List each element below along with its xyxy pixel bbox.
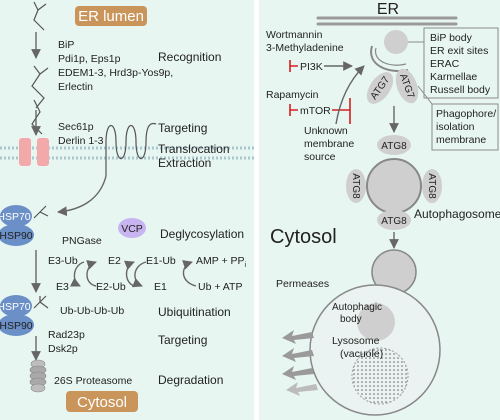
atg8-label-bottom: ATG8 (381, 216, 407, 227)
unknown-source-2: membrane (304, 138, 354, 150)
unknown-source-arrow (335, 65, 365, 125)
inhibit-pi3k-mark (289, 60, 298, 72)
pngase-label: PNGase (62, 235, 102, 247)
cycle-arrow-1 (86, 260, 97, 287)
pi3k-label: PI3K (300, 61, 323, 73)
cycle-arrow-3 (131, 261, 147, 288)
cycle-arrow-2 (69, 261, 85, 287)
transmembrane-protein (105, 122, 157, 176)
stage-recognition: Recognition (158, 50, 221, 64)
translocon-channel (19, 138, 49, 166)
e2-label: E2 (108, 255, 121, 267)
stage-ubiquitination: Ubiquitination (158, 305, 231, 319)
stage-degradation: Degradation (158, 373, 223, 387)
permeases-label: Permeases (276, 278, 329, 290)
phagophore-line-2: isolation (436, 121, 475, 133)
atg8-label-right: ATG8 (426, 173, 437, 199)
e1-label: E1 (154, 281, 167, 293)
lysosome (309, 284, 441, 416)
stage-targeting-2: Targeting (158, 333, 207, 347)
amp-pp-label: AMP + PPi (196, 255, 247, 269)
permease-arrows (282, 330, 318, 396)
recognition-factor-3: EDEM1-3, Hrd3p-Yos9p, (58, 67, 173, 79)
extraction-arrow (57, 175, 107, 217)
unknown-source-1: Unknown (304, 125, 348, 137)
atg7-node-1: ATG7 (366, 72, 394, 104)
bip-box-line-5: Russell body (430, 84, 491, 96)
autophagic-body-line-1: Autophagic (332, 302, 382, 313)
targeting2-factor-1: Rad23p (48, 329, 85, 341)
vcp-node: VCP (118, 218, 146, 238)
cytosol-badge: Cytosol (66, 391, 138, 412)
targeting-factor-1: Sec61p (58, 121, 94, 133)
glycan-tree-2 (33, 295, 49, 309)
bip-body-box: BiP body ER exit sites ERAC Karmellae Ru… (408, 27, 499, 99)
atg8-label-top: ATG8 (381, 141, 407, 152)
lysosome-line-1: Lysosome (332, 335, 380, 347)
cycle-arrow-5 (182, 260, 197, 287)
mtor-label: mTOR (300, 105, 331, 117)
bip-box-line-3: ERAC (430, 58, 460, 70)
ub-chain-label: Ub-Ub-Ub-Ub (60, 305, 124, 317)
ub-atp-label: Ub + ATP (198, 281, 242, 293)
e1-ub-label: E1-Ub (146, 255, 176, 267)
cytosol-badge-label: Cytosol (77, 394, 127, 411)
bip-box-line-2: ER exit sites (430, 45, 488, 57)
hsp-complex-2: HSP70 HSP90 (0, 295, 34, 336)
phagophore-line-1: Phagophore/ (436, 108, 496, 120)
autophagosome: ATG8 ATG8 ATG8 ATG8 (346, 135, 442, 230)
recognition-factor-1: BiP (58, 39, 74, 51)
substrate-chain-1 (33, 1, 47, 31)
inhibitor-rapamycin: Rapamycin (266, 89, 319, 101)
e2-ub-label: E2-Ub (96, 281, 126, 293)
hsp70-label-1: HSP70 (0, 211, 31, 223)
hsp-complex-1: HSP70 HSP90 (0, 205, 34, 246)
bip-box-line-4: Karmellae (430, 71, 477, 83)
stage-extraction: Extraction (158, 156, 211, 170)
targeting2-factor-2: Dsk2p (48, 343, 78, 355)
stage-deglycosylation: Deglycosylation (160, 227, 244, 241)
vcp-label: VCP (121, 223, 143, 235)
targeting-factor-2: Derlin 1-3 (58, 135, 104, 147)
inhibitor-wortmannin: Wortmannin (266, 29, 323, 41)
inhibit-mtor-mark (289, 104, 298, 116)
hsp70-label-2: HSP70 (0, 301, 31, 313)
recognition-factor-2: Pdi1p, Eps1p (58, 53, 121, 65)
er-label: ER (377, 1, 399, 18)
phagophore-box: Phagophore/ isolation membrane (417, 85, 499, 151)
atg8-label-left: ATG8 (350, 173, 361, 199)
hsp90-label-2: HSP90 (0, 320, 33, 332)
hsp90-label-1: HSP90 (0, 230, 33, 242)
er-lumen-badge: ER lumen (75, 6, 147, 26)
proteasome-label: 26S Proteasome (54, 375, 132, 387)
cytosol-label: Cytosol (270, 226, 337, 248)
inhibitor-3ma: 3-Methyladenine (266, 42, 344, 54)
stage-translocation: Translocation (158, 142, 230, 156)
recognition-factor-4: Erlectin (58, 81, 93, 93)
e3-label: E3 (56, 281, 69, 293)
er-cisternae (316, 16, 458, 26)
phagophore-line-3: membrane (436, 134, 486, 146)
substrate-chain-2 (31, 65, 49, 109)
unknown-source-3: source (304, 151, 336, 163)
autophagosome-label: Autophagosome (414, 207, 500, 221)
er-lumen-label: ER lumen (78, 8, 144, 25)
e3-ub-label: E3-Ub (48, 255, 78, 267)
atg7-node-2: ATG7 (395, 68, 419, 104)
isolation-membrane (370, 30, 409, 72)
lysosome-line-2: (vacuole) (340, 348, 383, 360)
proteasome-icon (29, 359, 47, 393)
mtor-inhibit-bar (332, 98, 351, 124)
autophagic-body-line-2: body (340, 314, 362, 325)
bip-box-line-1: BiP body (430, 32, 473, 44)
substrate-chain-3 (31, 99, 43, 135)
cycle-arrow-4 (123, 260, 135, 287)
stage-targeting: Targeting (158, 121, 207, 135)
glycan-tree (33, 205, 49, 219)
